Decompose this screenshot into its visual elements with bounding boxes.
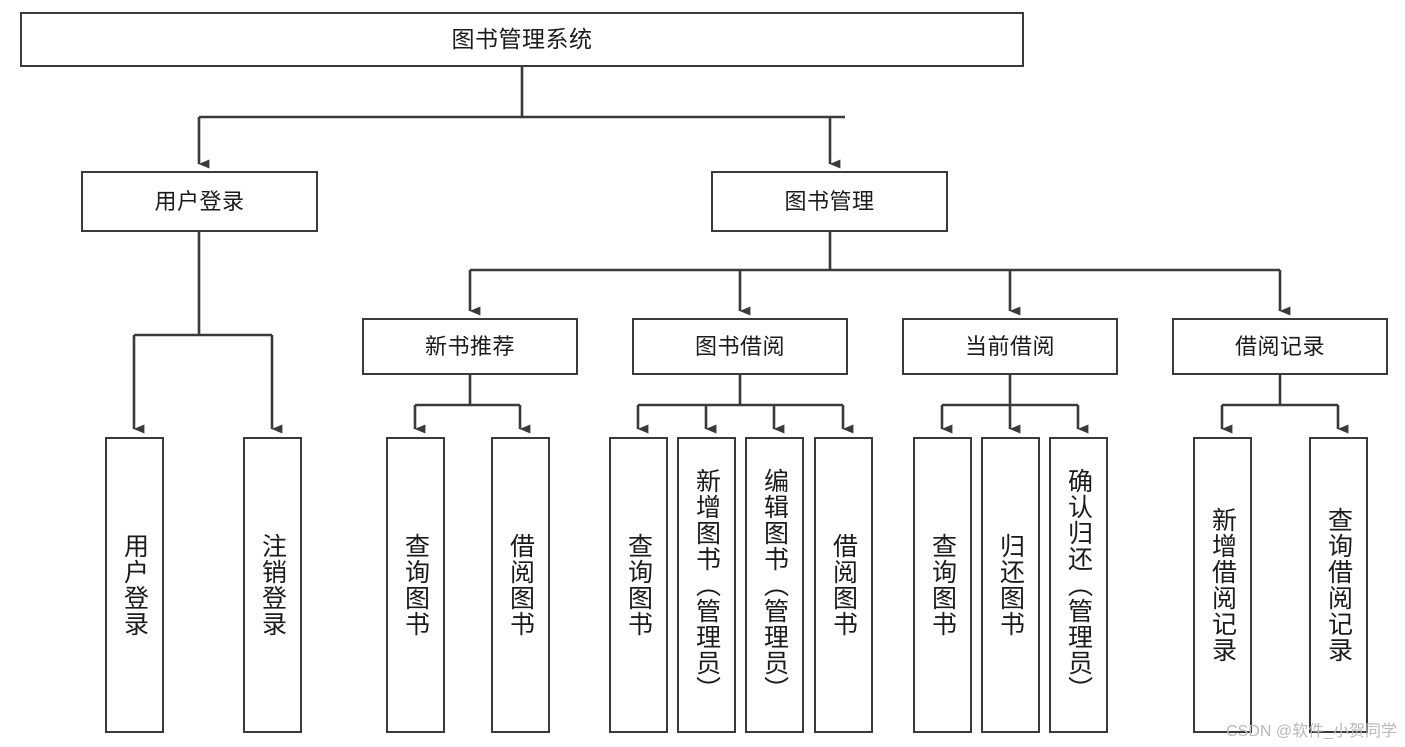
node-label: 图书管理 xyxy=(784,188,875,214)
node-label: 图书管理系统 xyxy=(451,26,593,53)
node-label: 查询图书 xyxy=(401,533,430,637)
leaf-new-book-query-book[interactable]: 查询图书 xyxy=(386,437,445,733)
leaf-book-borrow-add-book-admin[interactable]: 新增图书（管理员） xyxy=(677,437,736,733)
node-root-system[interactable]: 图书管理系统 xyxy=(20,12,1024,67)
leaf-book-borrow-query-book[interactable]: 查询图书 xyxy=(609,437,668,733)
leaf-current-borrow-query-book[interactable]: 查询图书 xyxy=(913,437,972,733)
node-label: 新增图书（管理员） xyxy=(692,468,721,702)
node-book-management[interactable]: 图书管理 xyxy=(711,171,948,232)
node-label: 新书推荐 xyxy=(424,333,515,359)
leaf-user-login-login[interactable]: 用户登录 xyxy=(105,437,164,733)
leaf-current-borrow-return-book[interactable]: 归还图书 xyxy=(981,437,1040,733)
csdn-watermark: CSDN @软件_小贺同学 xyxy=(1226,723,1397,740)
node-borrow-record[interactable]: 借阅记录 xyxy=(1172,318,1388,375)
leaf-book-borrow-borrow-book[interactable]: 借阅图书 xyxy=(814,437,873,733)
node-label: 借阅图书 xyxy=(829,533,858,637)
node-label: 图书借阅 xyxy=(694,333,785,359)
node-label: 查询图书 xyxy=(928,533,957,637)
leaf-book-borrow-edit-book-admin[interactable]: 编辑图书（管理员） xyxy=(745,437,804,733)
node-label: 确认归还（管理员） xyxy=(1064,468,1093,702)
node-new-book-recommend[interactable]: 新书推荐 xyxy=(362,318,578,375)
leaf-user-login-logout[interactable]: 注销登录 xyxy=(243,437,302,733)
node-label: 当前借阅 xyxy=(964,333,1055,359)
node-label: 注销登录 xyxy=(258,533,287,637)
node-label: 借阅图书 xyxy=(506,533,535,637)
node-label: 用户登录 xyxy=(154,188,245,214)
leaf-borrow-record-query-record[interactable]: 查询借阅记录 xyxy=(1309,437,1368,733)
node-current-borrow[interactable]: 当前借阅 xyxy=(902,318,1118,375)
node-label: 查询图书 xyxy=(624,533,653,637)
node-book-borrow[interactable]: 图书借阅 xyxy=(632,318,848,375)
leaf-current-borrow-confirm-return-admin[interactable]: 确认归还（管理员） xyxy=(1049,437,1108,733)
node-label: 归还图书 xyxy=(996,533,1025,637)
node-label: 借阅记录 xyxy=(1234,333,1325,359)
leaf-new-book-borrow-book[interactable]: 借阅图书 xyxy=(491,437,550,733)
leaf-borrow-record-add-record[interactable]: 新增借阅记录 xyxy=(1193,437,1252,733)
node-label: 新增借阅记录 xyxy=(1208,507,1237,663)
node-user-login[interactable]: 用户登录 xyxy=(81,171,318,232)
node-label: 用户登录 xyxy=(120,533,149,637)
node-label: 查询借阅记录 xyxy=(1324,507,1353,663)
node-label: 编辑图书（管理员） xyxy=(760,468,789,702)
